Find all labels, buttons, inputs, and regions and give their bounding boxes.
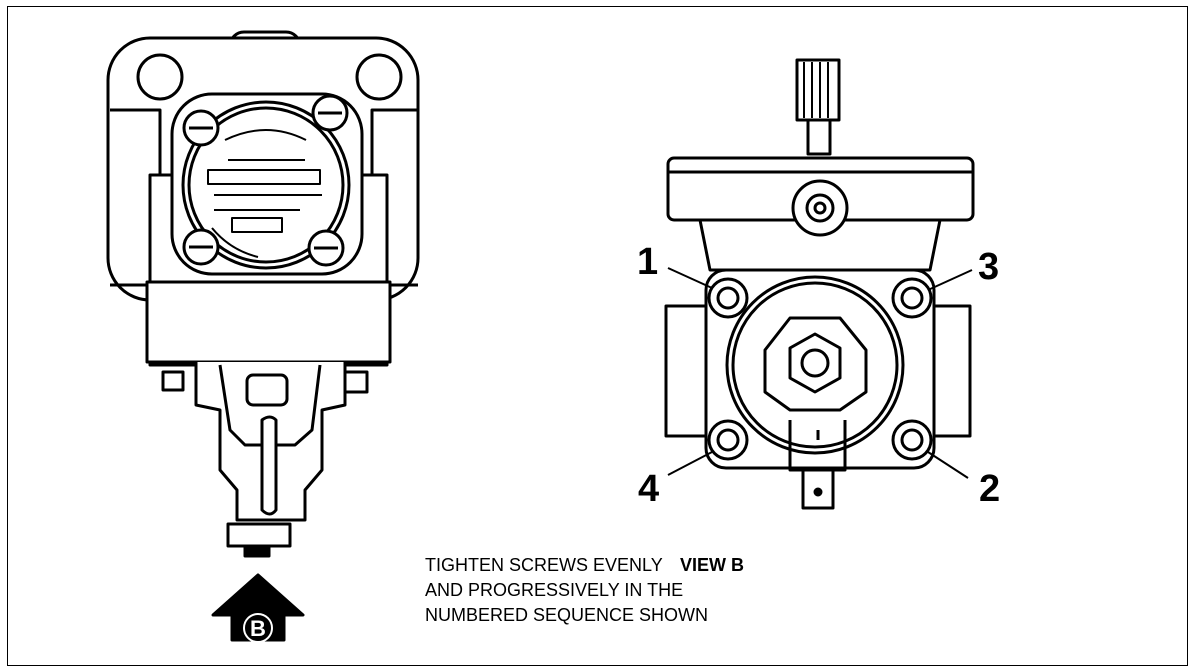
callout-3: 3 <box>978 246 1000 288</box>
arrow-letter: B <box>250 616 266 641</box>
view-label: VIEW B <box>680 555 745 575</box>
mount-hole <box>136 53 184 101</box>
note-line: NUMBERED SEQUENCE SHOWN <box>425 605 709 625</box>
note-line: AND PROGRESSIVELY IN THE <box>425 580 684 600</box>
callout-1: 1 <box>637 241 659 283</box>
left-pump-view <box>106 30 420 643</box>
callout-2: 2 <box>979 468 1001 510</box>
note-line: TIGHTEN SCREWS EVENLY <box>425 555 663 575</box>
callout-4: 4 <box>638 468 660 510</box>
right-pump-view <box>664 58 975 510</box>
mount-hole <box>355 53 403 101</box>
tighten-instructions: TIGHTEN SCREWS EVENLY AND PROGRESSIVELY I… <box>425 553 708 628</box>
